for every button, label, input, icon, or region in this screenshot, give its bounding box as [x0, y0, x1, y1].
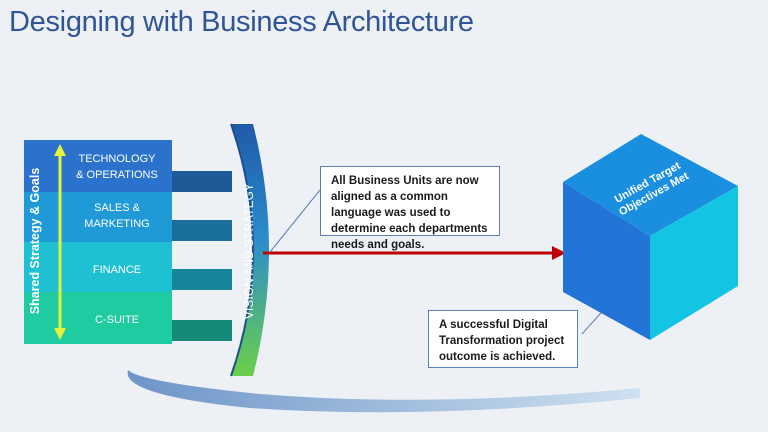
connector-finance — [172, 269, 232, 290]
page-title: Designing with Business Architecture — [9, 6, 474, 38]
band-label-sales: SALES & MARKETING — [84, 202, 150, 230]
callout-aligned: All Business Units are now aligned as a … — [320, 166, 500, 251]
callout-achieved: A successful Digital Transformation proj… — [428, 310, 578, 368]
double-arrow-icon — [54, 144, 66, 340]
band-csuite — [24, 292, 172, 344]
band-finance — [24, 242, 172, 292]
connector-technology — [172, 171, 232, 192]
band-sales — [24, 192, 172, 242]
band-technology — [24, 140, 172, 192]
band-label-technology: TECHNOLOGY & OPERATIONS — [76, 153, 158, 181]
vision-strategy-label: VISION AND STRATEGY — [244, 183, 256, 319]
band-label-csuite: C-SUITE — [95, 314, 139, 326]
connector-csuite — [172, 320, 232, 341]
connector-sales — [172, 220, 232, 241]
band-label-finance: FINANCE — [92, 264, 142, 276]
